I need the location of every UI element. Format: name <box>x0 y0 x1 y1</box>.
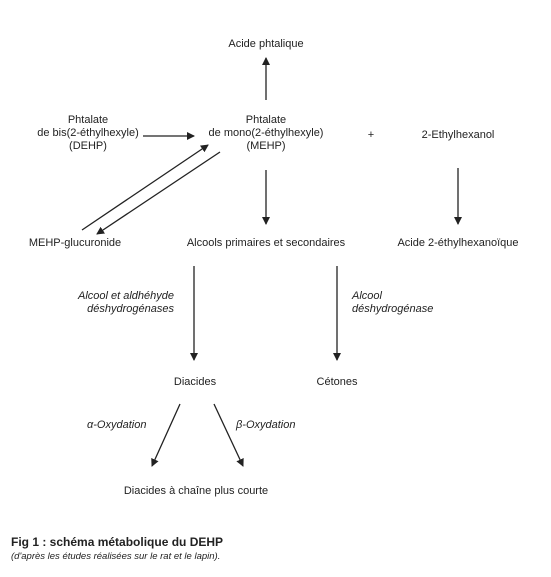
node-alcools: Alcools primaires et secondaires <box>186 237 346 249</box>
node-mehp-line3: (MEHP) <box>246 140 286 152</box>
node-mehp-line1: Phtalate <box>245 114 287 126</box>
node-diacides: Diacides <box>173 376 217 388</box>
node-glucuronide: MEHP-glucuronide <box>28 237 122 249</box>
node-dehp-line2: de bis(2-éthylhexyle) <box>37 127 139 139</box>
node-mehp-line2: de mono(2-éthylhexyle) <box>208 127 324 139</box>
figure-caption-subtitle: (d'après les études réalisées sur le rat… <box>11 551 221 562</box>
edge-label-enzyme1: Alcool et aldhéhyde déshydrogénases <box>68 290 174 316</box>
node-acide-phtalique: Acide phtalique <box>228 38 304 50</box>
edge-label-enzyme1-line2: déshydrogénases <box>87 303 174 315</box>
edge-label-enzyme2: Alcool déshydrogénase <box>352 290 433 316</box>
node-dehp: Phtalate de bis(2-éthylhexyle) (DEHP) <box>37 114 139 153</box>
edge-label-enzyme2-line1: Alcool <box>352 290 382 302</box>
arrow-glucuronide-to-mehp <box>81 144 209 231</box>
edge-label-enzyme2-line2: déshydrogénase <box>352 303 434 315</box>
node-dehp-line1: Phtalate <box>67 114 109 126</box>
node-cetones: Cétones <box>316 376 358 388</box>
node-ethylhexanol: 2-Ethylhexanol <box>421 129 495 141</box>
edge-label-enzyme1-line1: Alcool et aldhéhyde <box>77 290 174 302</box>
arrow-beta-oxydation <box>213 403 244 467</box>
node-dehp-line3: (DEHP) <box>69 140 107 152</box>
arrow-alpha-oxydation <box>151 403 181 467</box>
plus-sign: + <box>367 129 375 141</box>
node-diacides-courte: Diacides à chaîne plus courte <box>123 485 269 497</box>
edge-label-alpha-oxydation: α-Oxydation <box>87 419 147 431</box>
figure-caption-title: Fig 1 : schéma métabolique du DEHP <box>11 535 224 549</box>
node-mehp: Phtalate de mono(2-éthylhexyle) (MEHP) <box>209 114 324 153</box>
node-acide-ethylhexanoique: Acide 2-éthylhexanoïque <box>397 237 519 249</box>
edge-label-beta-oxydation: β-Oxydation <box>236 419 296 431</box>
arrow-mehp-to-glucuronide <box>96 151 221 235</box>
